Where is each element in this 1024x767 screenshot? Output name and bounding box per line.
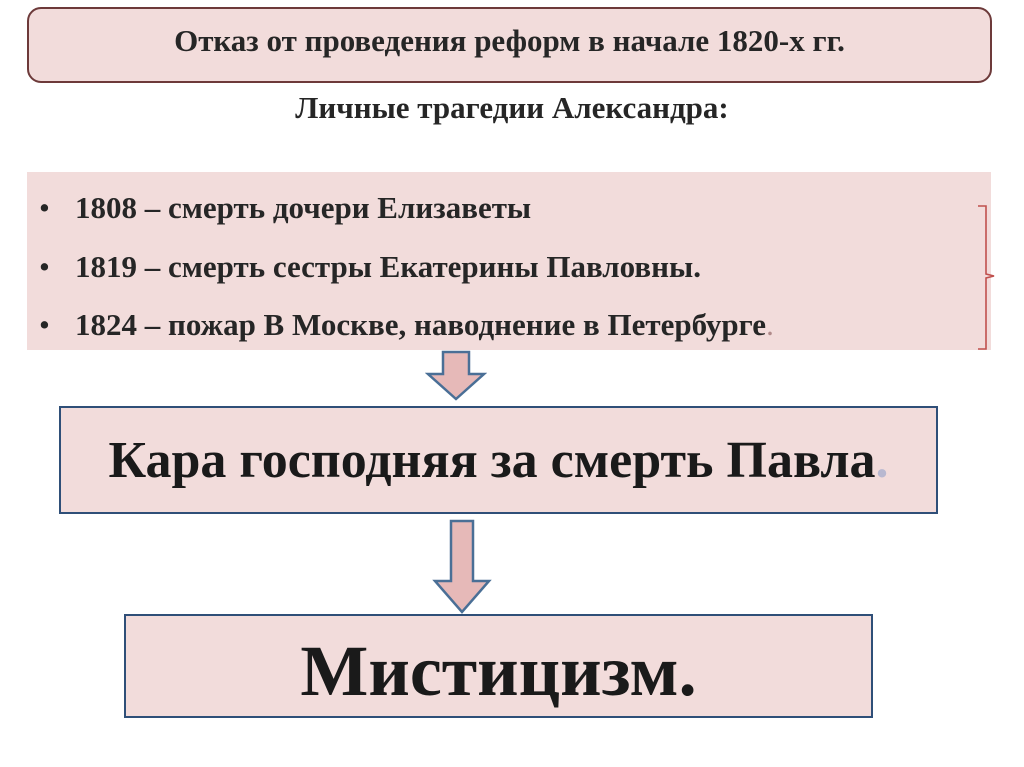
down-arrow-icon — [425, 350, 487, 401]
bullet-icon: • — [39, 307, 50, 342]
list-item: • 1808 – смерть дочери Елизаветы — [39, 190, 531, 226]
list-item: • 1819 – смерть сестры Екатерины Павловны… — [39, 249, 701, 285]
result-text: Мистицизм. — [300, 630, 697, 711]
list-item: • 1824 – пожар В Москве, наводнение в Пет… — [39, 307, 774, 343]
bullet-icon: • — [39, 190, 50, 225]
cause-trail: . — [875, 431, 889, 489]
down-arrow-icon — [432, 519, 492, 614]
event-text: 1808 – смерть дочери Елизаветы — [75, 190, 532, 225]
events-list-box: • 1808 – смерть дочери Елизаветы • 1819 – … — [27, 172, 991, 350]
cause-text: Кара господняя за смерть Павла. — [108, 431, 888, 490]
slide-title: Отказ от проведения реформ в начале 1820… — [174, 23, 845, 58]
event-text: 1819 – смерть сестры Екатерины Павловны. — [75, 249, 701, 284]
title-box: Отказ от проведения реформ в начале 1820… — [27, 7, 992, 83]
result-box: Мистицизм. — [124, 614, 873, 718]
right-brace-icon — [978, 205, 995, 350]
subtitle: Личные трагедии Александра: — [295, 90, 729, 125]
cause-label: Кара господняя за смерть Павла — [108, 431, 876, 489]
event-trail: . — [766, 307, 774, 342]
event-text: 1824 – пожар В Москве, наводнение в Пете… — [75, 307, 767, 342]
bullet-icon: • — [39, 249, 50, 284]
cause-box: Кара господняя за смерть Павла. — [59, 406, 938, 514]
